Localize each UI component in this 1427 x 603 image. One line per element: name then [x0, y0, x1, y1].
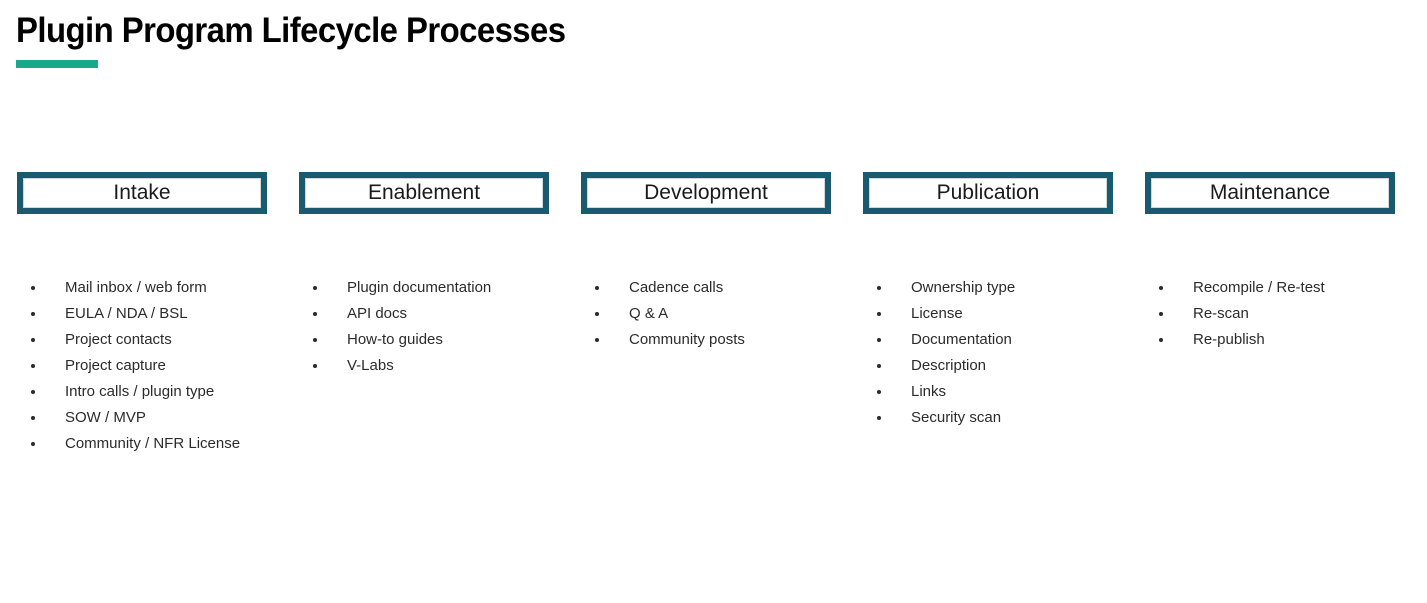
- list-item: Links: [863, 379, 1163, 405]
- bullet-icon: [31, 390, 35, 394]
- bullet-icon: [595, 286, 599, 290]
- list-item-label: Project contacts: [65, 331, 172, 348]
- phase-header-box-enablement[interactable]: Enablement: [299, 172, 549, 214]
- list-item: EULA / NDA / BSL: [17, 301, 317, 327]
- list-item-label: Plugin documentation: [347, 279, 492, 296]
- phase-header-label: Publication: [936, 181, 1040, 204]
- list-item-label: How-to guides: [347, 331, 443, 348]
- phase-item-list-intake: Mail inbox / web form EULA / NDA / BSL P…: [17, 275, 317, 457]
- phase-column-maintenance: Maintenance Recompile / Re-test Re-scan …: [1145, 172, 1395, 348]
- bullet-icon: [31, 338, 35, 342]
- bullet-icon: [877, 312, 881, 316]
- bullet-icon: [31, 442, 35, 446]
- bullet-icon: [877, 416, 881, 420]
- list-item-label: License: [911, 305, 963, 322]
- phase-column-publication: Publication Ownership type License Docum…: [863, 172, 1113, 426]
- bullet-icon: [313, 312, 317, 316]
- phase-header-box-maintenance[interactable]: Maintenance: [1145, 172, 1395, 214]
- phase-header-label: Enablement: [367, 181, 481, 204]
- phase-header-box-development[interactable]: Development: [581, 172, 831, 214]
- list-item-label: Mail inbox / web form: [65, 279, 207, 296]
- lifecycle-phase-row: Intake Mail inbox / web form EULA / NDA …: [0, 172, 1427, 472]
- phase-column-enablement: Enablement Plugin documentation API docs…: [299, 172, 549, 374]
- list-item-label: Community / NFR License: [65, 435, 241, 452]
- list-item-label: Security scan: [911, 409, 1002, 426]
- list-item: Mail inbox / web form: [17, 275, 317, 301]
- phase-header-box-intake[interactable]: Intake: [17, 172, 267, 214]
- list-item-label: Re-scan: [1193, 305, 1249, 322]
- bullet-icon: [1159, 338, 1163, 342]
- list-item: Project contacts: [17, 327, 317, 353]
- list-item: SOW / MVP: [17, 405, 317, 431]
- page-title: Plugin Program Lifecycle Processes: [16, 11, 566, 50]
- list-item: Community / NFR License: [17, 431, 317, 457]
- list-item-label: Recompile / Re-test: [1193, 279, 1325, 296]
- list-item-label: Description: [911, 357, 987, 374]
- phase-column-intake: Intake Mail inbox / web form EULA / NDA …: [17, 172, 267, 452]
- bullet-icon: [877, 364, 881, 368]
- list-item: Intro calls / plugin type: [17, 379, 317, 405]
- list-item-label: EULA / NDA / BSL: [65, 305, 188, 322]
- phase-header-label: Intake: [113, 181, 171, 204]
- bullet-icon: [31, 286, 35, 290]
- bullet-icon: [31, 416, 35, 420]
- list-item: Q & A: [581, 301, 881, 327]
- phase-item-list-publication: Ownership type License Documentation Des…: [863, 275, 1163, 431]
- phase-header-label: Development: [644, 181, 768, 204]
- list-item: Plugin documentation: [299, 275, 599, 301]
- list-item: API docs: [299, 301, 599, 327]
- list-item: Re-scan: [1145, 301, 1427, 327]
- list-item: Description: [863, 353, 1163, 379]
- list-item: Community posts: [581, 327, 881, 353]
- list-item-label: Documentation: [911, 331, 1012, 348]
- list-item: License: [863, 301, 1163, 327]
- list-item: V-Labs: [299, 353, 599, 379]
- bullet-icon: [877, 338, 881, 342]
- bullet-icon: [1159, 286, 1163, 290]
- phase-header-box-publication[interactable]: Publication: [863, 172, 1113, 214]
- list-item-label: Community posts: [629, 331, 745, 348]
- title-accent-bar: [16, 60, 98, 68]
- list-item-label: Ownership type: [911, 279, 1016, 296]
- bullet-icon: [1159, 312, 1163, 316]
- bullet-icon: [31, 364, 35, 368]
- phase-item-list-development: Cadence calls Q & A Community posts: [581, 275, 881, 353]
- list-item: How-to guides: [299, 327, 599, 353]
- list-item: Recompile / Re-test: [1145, 275, 1427, 301]
- bullet-icon: [877, 390, 881, 394]
- bullet-icon: [31, 312, 35, 316]
- list-item-label: Cadence calls: [629, 279, 724, 296]
- list-item-label: Project capture: [65, 357, 166, 374]
- list-item-label: API docs: [347, 305, 408, 322]
- list-item: Ownership type: [863, 275, 1163, 301]
- bullet-icon: [595, 312, 599, 316]
- list-item: Cadence calls: [581, 275, 881, 301]
- list-item-label: V-Labs: [347, 357, 394, 374]
- bullet-icon: [313, 338, 317, 342]
- list-item-label: Intro calls / plugin type: [65, 383, 215, 400]
- phase-item-list-enablement: Plugin documentation API docs How-to gui…: [299, 275, 599, 379]
- list-item-label: Re-publish: [1193, 331, 1265, 348]
- list-item: Project capture: [17, 353, 317, 379]
- list-item: Documentation: [863, 327, 1163, 353]
- list-item-label: Links: [911, 383, 947, 400]
- bullet-icon: [877, 286, 881, 290]
- list-item-label: Q & A: [629, 305, 669, 322]
- list-item: Re-publish: [1145, 327, 1427, 353]
- bullet-icon: [313, 364, 317, 368]
- bullet-icon: [595, 338, 599, 342]
- phase-header-label: Maintenance: [1209, 181, 1331, 204]
- phase-column-development: Development Cadence calls Q & A Communit…: [581, 172, 831, 348]
- list-item-label: SOW / MVP: [65, 409, 146, 426]
- bullet-icon: [313, 286, 317, 290]
- list-item: Security scan: [863, 405, 1163, 431]
- phase-item-list-maintenance: Recompile / Re-test Re-scan Re-publish: [1145, 275, 1427, 353]
